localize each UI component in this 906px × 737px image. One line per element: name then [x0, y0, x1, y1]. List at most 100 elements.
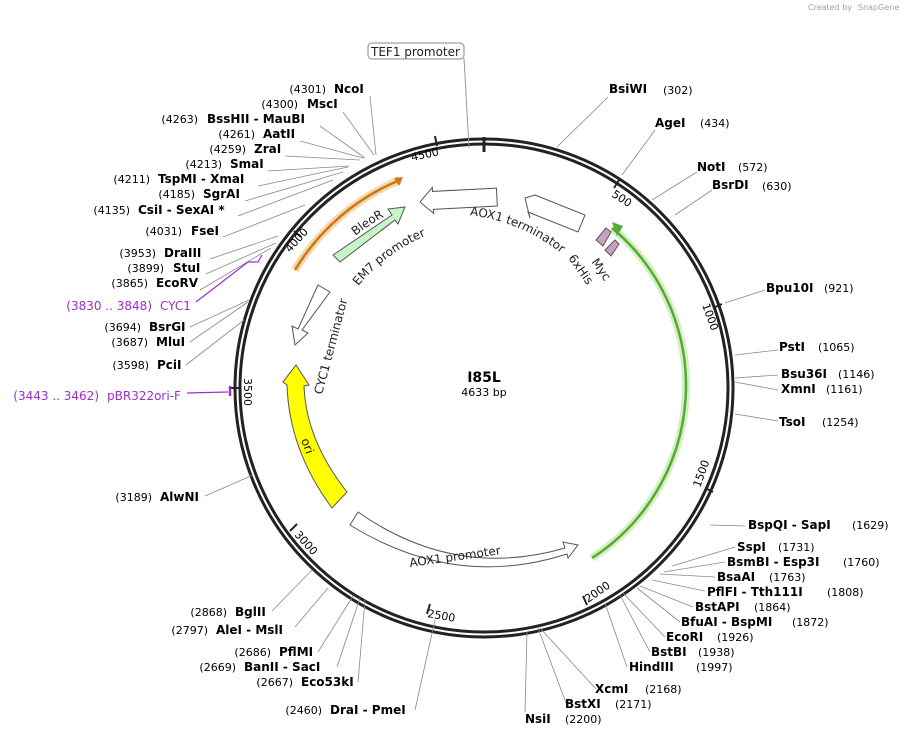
site-pos: (1864) — [754, 601, 791, 614]
site-name: BsrGI — [149, 320, 186, 334]
tick-1000 — [712, 303, 723, 309]
site-pos: (921) — [824, 282, 854, 295]
coordinate-ticks: 500 1000 1500 2000 2500 3000 3500 4000 4… — [230, 135, 723, 625]
site-pos: (1065) — [818, 341, 855, 354]
site-pos: (1938) — [698, 646, 735, 659]
site-name: BsmBI - Esp3I — [727, 555, 819, 569]
site-pos: (2667) — [256, 676, 293, 689]
his-label: 6xHis — [566, 252, 597, 287]
site-pos: (4185) — [158, 188, 195, 201]
site-name: AleI - MslI — [216, 623, 283, 637]
primer-name: CYC1 — [160, 299, 191, 313]
right-connectors — [524, 96, 779, 713]
ori-label: ori — [298, 436, 316, 455]
site-name: Eco53kI — [301, 675, 354, 689]
site-pos: (4261) — [218, 128, 255, 141]
site-name: TspMI - XmaI — [158, 172, 244, 186]
site-pos: (4213) — [185, 158, 222, 171]
site-pos: (3687) — [111, 336, 148, 349]
site-name: EcoRV — [156, 276, 199, 290]
primer-labels: (3830 .. 3848) CYC1 (3443 .. 3462) pBR32… — [13, 299, 191, 403]
orf-green-arc — [589, 222, 690, 562]
aox1-promoter-feature[interactable]: AOX1 promoter — [349, 511, 579, 570]
site-pos: (4211) — [113, 173, 150, 186]
site-name: PstI — [779, 340, 805, 354]
site-pos: (3694) — [104, 321, 141, 334]
site-pos: (1760) — [843, 556, 880, 569]
site-pos: (3953) — [119, 247, 156, 260]
site-name: CsiI - SexAI * — [138, 203, 225, 217]
site-name: BstAPI — [695, 600, 740, 614]
site-pos: (630) — [762, 180, 792, 193]
cyc1-primer-leader — [195, 254, 263, 303]
tick-label-2000: 2000 — [582, 579, 612, 606]
tick-2500 — [426, 603, 431, 615]
site-pos: (1872) — [792, 616, 829, 629]
site-pos: (572) — [738, 161, 768, 174]
ori-feature[interactable]: ori — [282, 364, 348, 509]
tef1-promoter-feature[interactable]: TEF1 promoter — [367, 42, 498, 215]
site-name: SspI — [737, 540, 766, 554]
myc-tag[interactable] — [595, 227, 612, 247]
site-pos: (4259) — [209, 143, 246, 156]
site-pos: (1146) — [838, 368, 875, 381]
site-name: MluI — [156, 335, 185, 349]
primer-name: pBR322ori-F — [107, 389, 181, 403]
tick-label-3500: 3500 — [241, 378, 254, 406]
site-pos: (4031) — [145, 225, 182, 238]
plasmid-title: I85L 4633 bp — [461, 370, 506, 399]
site-name: BstXI — [565, 697, 601, 711]
site-pos: (1763) — [769, 571, 806, 584]
site-name: NcoI — [334, 82, 364, 96]
site-pos: (3598) — [112, 359, 149, 372]
site-name: SgrAI — [203, 187, 240, 201]
snapgene-credit: Created by SnapGene — [808, 3, 899, 12]
site-name: BssHII - MauBI — [207, 112, 305, 126]
primer-pos: (3443 .. 3462) — [13, 389, 99, 403]
site-pos: (1731) — [778, 541, 815, 554]
site-name: PflFI - Tth111I — [707, 585, 803, 599]
tick-label-4500: 4500 — [410, 145, 440, 164]
site-pos: (2460) — [285, 704, 322, 717]
site-pos: (3189) — [115, 491, 152, 504]
site-pos: (2200) — [565, 713, 602, 726]
site-name: BfuAI - BspMI — [681, 615, 772, 629]
tick-4000 — [293, 230, 302, 238]
right-enzyme-labels: BsiWI (302) AgeI (434) NotI (572) BsrDI … — [525, 82, 889, 726]
site-name: PciI — [157, 358, 182, 372]
site-name: XcmI — [595, 682, 628, 696]
myc-his-tags[interactable]: Myc 6xHis — [566, 227, 620, 287]
tick-2000 — [582, 595, 588, 606]
site-name: SmaI — [230, 157, 264, 171]
site-pos: (434) — [700, 117, 730, 130]
site-name: PflMI — [279, 645, 313, 659]
site-name: BglII — [235, 605, 266, 619]
site-pos: (3899) — [127, 262, 164, 275]
site-pos: (4300) — [261, 98, 298, 111]
tick-1500 — [704, 487, 714, 493]
tick-500 — [613, 179, 620, 189]
site-name: AgeI — [655, 116, 685, 130]
site-pos: (4301) — [289, 83, 326, 96]
site-name: MscI — [307, 97, 338, 111]
site-name: BsrDI — [712, 178, 749, 192]
site-name: BstBI — [651, 645, 687, 659]
site-pos: (2669) — [199, 661, 236, 674]
site-pos: (2168) — [645, 683, 682, 696]
site-pos: (1808) — [827, 586, 864, 599]
his-tag[interactable] — [604, 239, 620, 257]
site-pos: (2686) — [234, 646, 271, 659]
site-name: DraIII — [164, 246, 201, 260]
site-name: Bpu10I — [766, 281, 813, 295]
site-name: DraI - PmeI — [330, 703, 406, 717]
site-name: EcoRI — [666, 630, 703, 644]
site-pos: (2868) — [190, 606, 227, 619]
site-name: FseI — [191, 224, 219, 238]
pbr322-primer-leader — [186, 391, 229, 394]
plasmid-name: I85L — [467, 370, 501, 386]
primer-pos: (3830 .. 3848) — [66, 299, 152, 313]
site-name: HindIII — [629, 660, 674, 674]
site-name: BspQI - SapI — [748, 518, 831, 532]
site-name: ZraI — [254, 142, 281, 156]
